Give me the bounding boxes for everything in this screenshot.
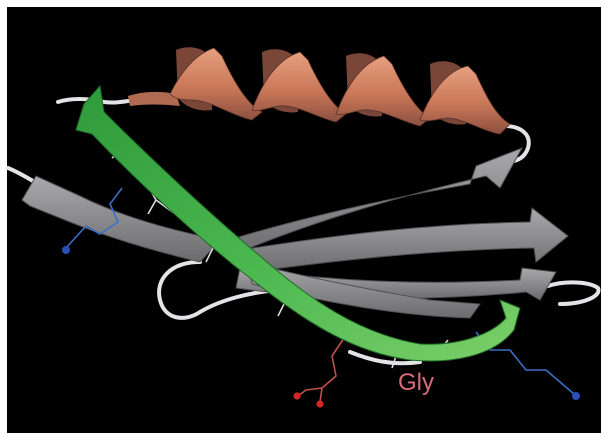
atom-red-2 (316, 400, 323, 407)
atom-blue-left (62, 246, 70, 254)
atom-blue-right (572, 392, 580, 400)
residue-label-gly: Gly (398, 369, 434, 396)
atom-red-1 (293, 392, 300, 399)
